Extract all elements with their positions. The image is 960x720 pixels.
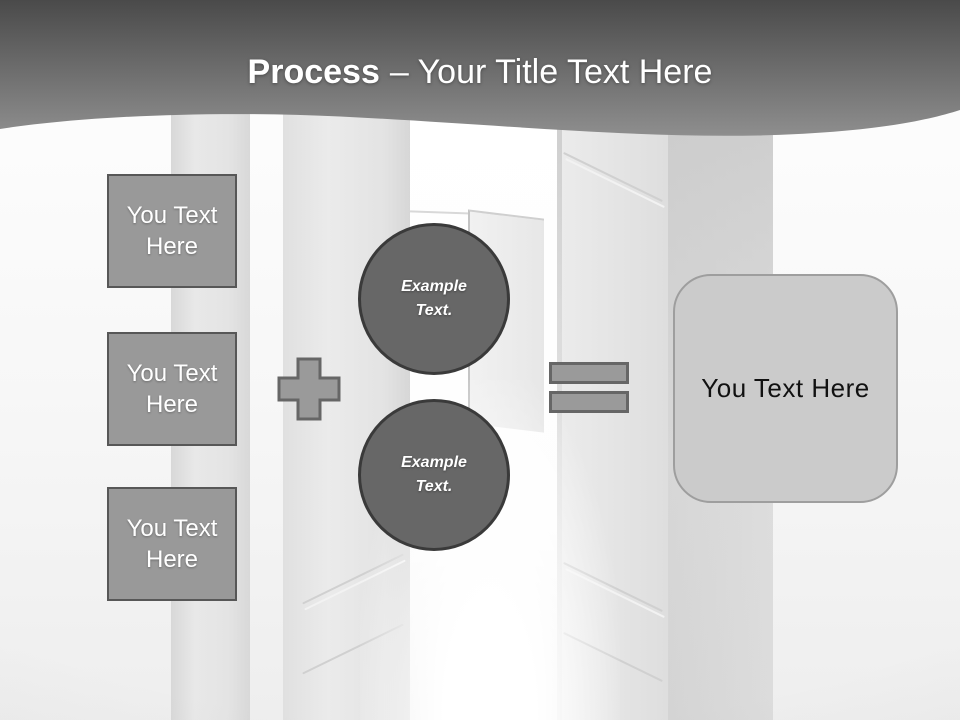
example-circle-1-label: Example Text. [401, 278, 467, 319]
door-bevel-line [565, 157, 665, 209]
slide-title-keyword: Process [247, 53, 380, 91]
result-box-label: You Text Here [701, 373, 870, 403]
result-box[interactable]: You Text Here [673, 274, 898, 503]
equals-icon-bar-top [549, 362, 629, 384]
input-box-2[interactable]: You Text Here [107, 332, 237, 446]
title-band [0, 0, 960, 136]
input-box-3-label: You Text Here [126, 515, 218, 573]
input-box-1-label: You Text Here [126, 202, 218, 260]
input-box-1[interactable]: You Text Here [107, 174, 237, 288]
example-circle-2[interactable]: Example Text. [358, 399, 510, 551]
input-box-3[interactable]: You Text Here [107, 487, 237, 601]
slide-title-subtitle: – Your Title Text Here [389, 53, 713, 91]
example-circle-2-label: Example Text. [401, 454, 467, 495]
example-circle-1[interactable]: Example Text. [358, 223, 510, 375]
plus-icon [277, 357, 341, 421]
plus-icon-shape [277, 357, 341, 421]
slide-title: Process– Your Title Text Here [0, 50, 960, 94]
door-bevel-line [563, 151, 663, 203]
input-box-2-label: You Text Here [126, 360, 218, 418]
title-band-shape [0, 0, 960, 136]
equals-icon-bar-bottom [549, 391, 629, 413]
